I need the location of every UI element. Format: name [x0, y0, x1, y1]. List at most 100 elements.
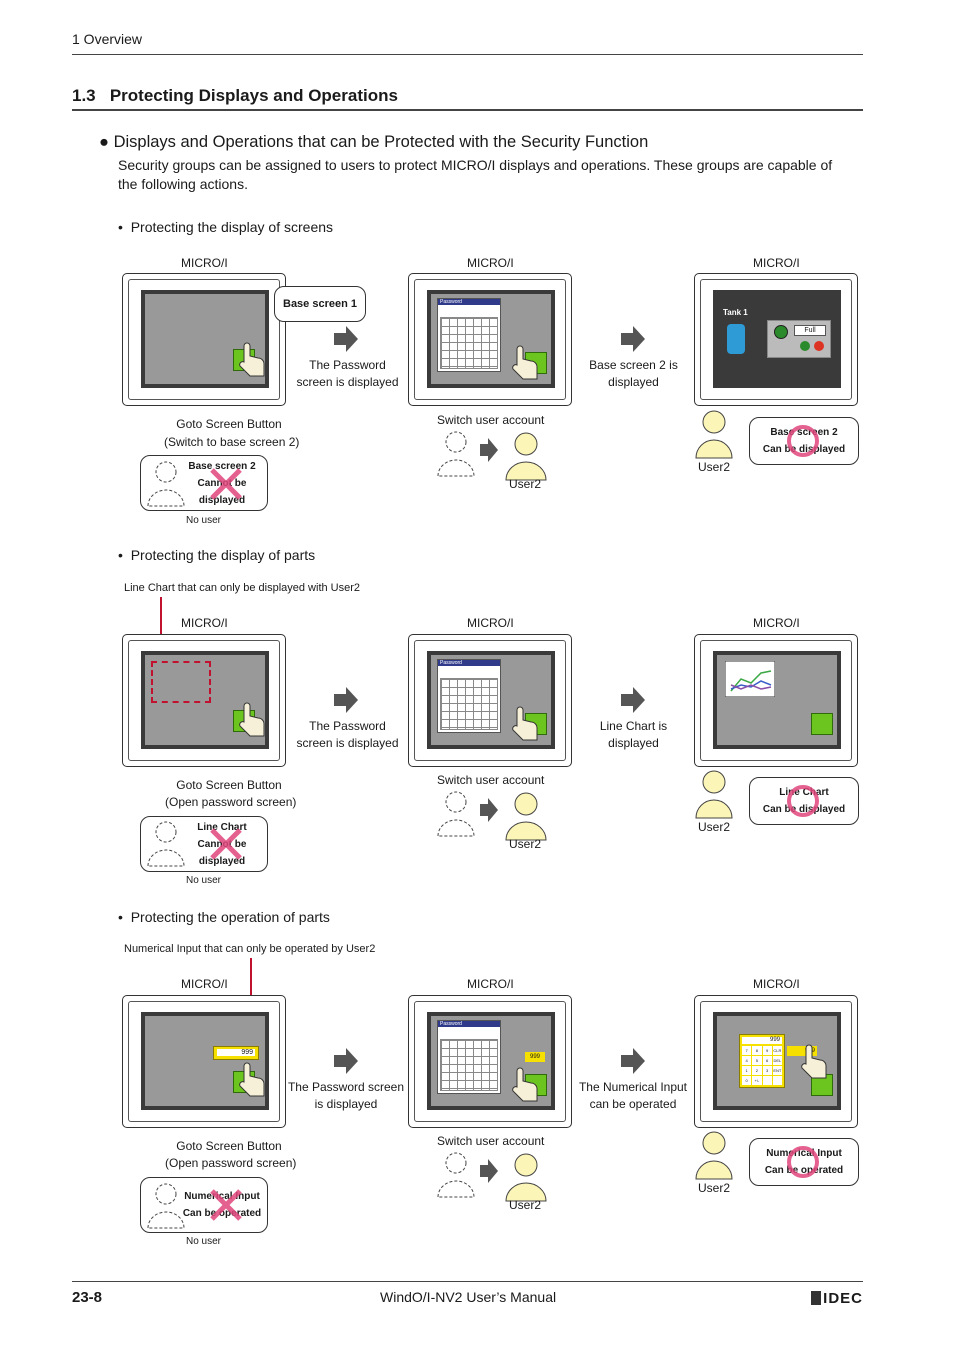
header-rule [72, 54, 863, 55]
figure-caption: Line Chart that can only be displayed wi… [124, 582, 361, 594]
logo-mark-icon [811, 1291, 822, 1305]
user-switch-illustration [437, 1152, 547, 1202]
keypad-key[interactable]: 8 [752, 1046, 762, 1055]
password-title: Password [438, 299, 500, 305]
hand-pointer-icon [239, 1062, 265, 1097]
idec-logo: IDEC [811, 1290, 863, 1307]
manual-title: WindO/I-NV2 User’s Manual [380, 1289, 557, 1305]
device-label: MICRO/I [753, 256, 800, 270]
micro-device: 999 [122, 995, 286, 1128]
keypad-key[interactable] [772, 1076, 782, 1085]
micro-device: Password [408, 273, 572, 406]
device-label: MICRO/I [181, 256, 228, 270]
keypad-key[interactable]: 1 [742, 1066, 752, 1075]
password-keypad[interactable]: Password [437, 1020, 501, 1094]
micro-device: Password 999 [408, 995, 572, 1128]
keypad-key[interactable]: 0 [742, 1076, 752, 1085]
green-lamp-icon [800, 341, 810, 351]
callout-line [160, 597, 162, 659]
device-label: MICRO/I [181, 616, 228, 630]
device-label: MICRO/I [467, 977, 514, 991]
no-user-icon [147, 461, 185, 507]
password-keypad[interactable]: Password [437, 298, 501, 372]
keypad-key[interactable] [762, 1076, 772, 1085]
device-label: MICRO/I [753, 616, 800, 630]
arrow-right-icon [334, 687, 358, 713]
goto-screen-button[interactable] [811, 713, 833, 735]
no-user-icon [147, 1183, 185, 1229]
goto-caption-sub: (Open password screen) [165, 795, 297, 809]
section-number: 1.3 [72, 86, 96, 105]
device-label: MICRO/I [467, 256, 514, 270]
password-keypad[interactable]: Password [437, 659, 501, 733]
goto-caption-sub: (Switch to base screen 2) [164, 435, 300, 449]
red-lamp-icon [814, 341, 824, 351]
numerical-input[interactable]: 999 [525, 1052, 545, 1062]
keypad-key[interactable]: 5 [752, 1056, 762, 1065]
keypad-key[interactable]: 6 [762, 1056, 772, 1065]
allowed-circle-icon [787, 1146, 819, 1178]
hand-pointer-icon [801, 1044, 827, 1079]
user2-icon [695, 410, 733, 459]
hand-pointer-icon [512, 706, 538, 741]
running-header: 1 Overview [72, 31, 143, 47]
keypad-key[interactable]: 4 [742, 1056, 752, 1065]
arrow-right-icon [621, 326, 645, 352]
micro-device: Password [408, 634, 572, 767]
numerical-input[interactable]: 999 [213, 1046, 259, 1060]
device-label: MICRO/I [181, 977, 228, 991]
full-indicator: Full [794, 325, 826, 336]
section-rule [72, 109, 863, 111]
user2-label: User2 [698, 460, 731, 474]
allowed-circle-icon [787, 785, 819, 817]
keypad-key[interactable]: 9 [762, 1046, 772, 1055]
bullet-item-label: Protecting the display of parts [130, 547, 316, 563]
page-number: 23-8 [72, 1289, 103, 1306]
denied-cross-icon [210, 468, 242, 500]
keypad-key[interactable]: 7 [742, 1046, 752, 1055]
bullet-dot-icon: ● [99, 133, 109, 151]
keypad-key[interactable]: ENT [772, 1066, 782, 1075]
keypad-key[interactable]: DEL [772, 1056, 782, 1065]
keypad-key[interactable]: 2 [752, 1066, 762, 1075]
arrow-right-icon [621, 1048, 645, 1074]
allowed-circle-icon [787, 425, 819, 457]
keypad-key[interactable]: 3 [762, 1066, 772, 1075]
body-line-1: Security groups can be assigned to users… [118, 157, 833, 173]
switch-user-caption: Switch user account [437, 1134, 545, 1148]
body-line-2: the following actions. [118, 176, 248, 192]
no-user-label: No user [186, 515, 222, 526]
control-panel: Full [767, 320, 831, 358]
switch-icon[interactable] [774, 325, 788, 339]
user2-icon [695, 770, 733, 819]
password-title: Password [438, 660, 500, 666]
section-title-text: Protecting Displays and Operations [109, 86, 398, 105]
no-user-label: No user [186, 875, 222, 886]
user2-label: User2 [509, 477, 542, 491]
hand-pointer-icon [239, 702, 265, 737]
goto-caption-sub: (Open password screen) [165, 1156, 297, 1170]
subsection-title: Displays and Operations that can be Prot… [113, 133, 649, 151]
base-screen-1-callout: Base screen 1 [274, 286, 366, 322]
hand-pointer-icon [239, 342, 265, 377]
hand-pointer-icon [512, 345, 538, 380]
keypad-key[interactable]: +/- [752, 1076, 762, 1085]
arrow-right-icon [334, 1048, 358, 1074]
tank-label: Tank 1 [723, 308, 748, 317]
footer-rule [72, 1281, 863, 1282]
switch-user-caption: Switch user account [437, 413, 545, 427]
tank-icon [727, 324, 745, 354]
keypad-key[interactable]: CLR [772, 1046, 782, 1055]
user2-icon [695, 1131, 733, 1180]
